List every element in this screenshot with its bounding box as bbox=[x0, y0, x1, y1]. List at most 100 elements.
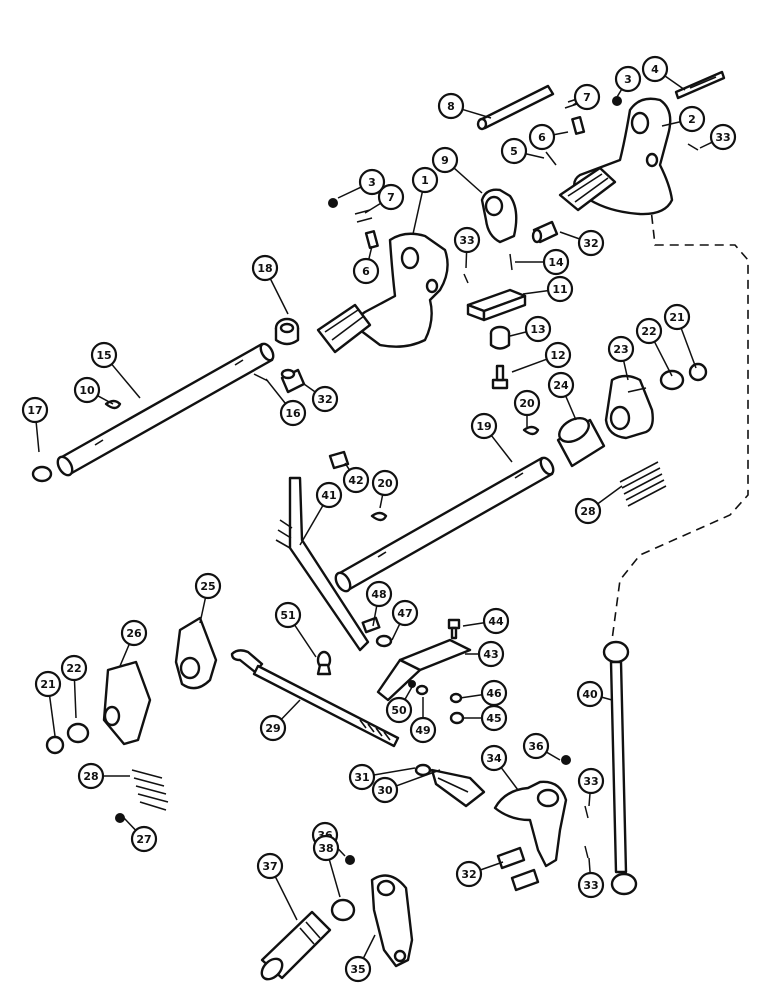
callout-6b-circle bbox=[352, 257, 380, 285]
callout-33a-number: 33 bbox=[715, 131, 730, 144]
callout-32c-circle bbox=[455, 860, 483, 888]
callout-24-circle bbox=[547, 371, 575, 399]
callout-37-leader bbox=[274, 876, 298, 921]
callout-40-number: 40 bbox=[582, 688, 598, 701]
callout-33d-circle bbox=[577, 871, 605, 899]
callout-29-circle bbox=[259, 714, 287, 742]
callout-10-number: 10 bbox=[79, 384, 95, 397]
callout-48: 48 bbox=[365, 580, 393, 627]
part-38-washer bbox=[330, 898, 356, 922]
callout-35: 35 bbox=[344, 934, 376, 983]
callout-12-number: 12 bbox=[550, 349, 565, 362]
callout-50-circle bbox=[385, 696, 413, 724]
part-40-link bbox=[602, 640, 638, 896]
callout-8: 8 bbox=[437, 92, 492, 120]
callout-43-circle bbox=[477, 640, 505, 668]
callout-27: 27 bbox=[123, 817, 158, 853]
callout-7a-circle bbox=[573, 83, 601, 111]
callout-3b-number: 3 bbox=[368, 176, 376, 189]
part-25-arm bbox=[174, 616, 218, 690]
callout-2-leader bbox=[661, 120, 681, 127]
callout-11-circle bbox=[546, 275, 574, 303]
part-33-pin-lower-b bbox=[584, 845, 589, 859]
callout-18-number: 18 bbox=[257, 262, 272, 275]
callout-38-circle bbox=[312, 834, 340, 862]
callout-20a-number: 20 bbox=[519, 397, 535, 410]
callout-42-circle bbox=[342, 466, 370, 494]
callout-32c: 32 bbox=[455, 860, 504, 888]
callout-32c-number: 32 bbox=[461, 868, 476, 881]
callout-36a-circle bbox=[522, 732, 550, 760]
callout-6b-leader bbox=[368, 245, 373, 260]
callout-7b-leader bbox=[364, 202, 382, 214]
callout-12: 12 bbox=[511, 341, 572, 373]
callout-25-number: 25 bbox=[200, 580, 215, 593]
callout-18-leader bbox=[269, 278, 289, 315]
linkage-dashed-line bbox=[611, 199, 749, 641]
callout-41: 41 bbox=[299, 481, 343, 546]
part-33-pin-upper bbox=[687, 143, 699, 151]
callout-33a: 33 bbox=[699, 123, 737, 151]
callout-21a-number: 21 bbox=[669, 311, 684, 324]
callout-24: 24 bbox=[547, 371, 577, 421]
part-47-washer bbox=[375, 634, 393, 648]
callout-5-leader bbox=[525, 152, 545, 159]
callout-35-number: 35 bbox=[350, 963, 365, 976]
callout-17-number: 17 bbox=[27, 404, 42, 417]
part-37-stub-shaft bbox=[260, 910, 332, 981]
callout-22a-number: 22 bbox=[641, 325, 656, 338]
callout-32c-leader bbox=[480, 861, 504, 871]
callout-36a-leader bbox=[545, 751, 561, 761]
part-23-bracket bbox=[604, 374, 654, 440]
callout-25-circle bbox=[194, 572, 222, 600]
part-7-pins-lower bbox=[354, 209, 373, 223]
callout-9-circle bbox=[431, 146, 459, 174]
callout-10-circle bbox=[73, 376, 101, 404]
part-36-nut-upper bbox=[561, 755, 571, 765]
callout-26: 26 bbox=[119, 619, 148, 667]
part-8-pin bbox=[476, 84, 555, 131]
callout-6a-circle bbox=[528, 123, 556, 151]
part-22-washer-lower bbox=[66, 722, 90, 744]
part-46-ring bbox=[449, 692, 463, 704]
callout-47-circle bbox=[391, 599, 419, 627]
callout-6a-leader bbox=[553, 131, 569, 136]
callout-33c-circle bbox=[577, 767, 605, 795]
callout-13: 13 bbox=[509, 315, 552, 343]
part-31-nut bbox=[414, 763, 432, 777]
part-51-knob bbox=[316, 650, 332, 676]
part-28-spring-upper bbox=[619, 461, 667, 507]
callout-33b: 33 bbox=[453, 226, 481, 269]
callout-6b: 6 bbox=[352, 245, 380, 285]
part-32-pin-mid bbox=[280, 368, 306, 394]
callout-37: 37 bbox=[256, 852, 298, 921]
part-11-key bbox=[466, 288, 527, 322]
callout-47-number: 47 bbox=[397, 607, 412, 620]
callout-34: 34 bbox=[480, 744, 519, 791]
callout-19: 19 bbox=[470, 412, 513, 463]
callout-20b-leader bbox=[379, 494, 384, 509]
part-36-nut-lower bbox=[345, 855, 355, 865]
callout-48-number: 48 bbox=[371, 588, 386, 601]
callout-25-leader bbox=[199, 597, 207, 624]
callout-22b-number: 22 bbox=[66, 662, 81, 675]
callout-11-leader bbox=[522, 289, 549, 295]
part-19-shaft bbox=[334, 456, 555, 593]
callout-1-number: 1 bbox=[421, 174, 429, 187]
callout-11-number: 11 bbox=[552, 283, 567, 296]
callout-1-leader bbox=[412, 191, 424, 235]
part-9-block bbox=[480, 188, 518, 244]
callout-15: 15 bbox=[90, 341, 141, 399]
callout-24-number: 24 bbox=[553, 379, 569, 392]
callout-48-circle bbox=[365, 580, 393, 608]
callout-31-circle bbox=[348, 763, 376, 791]
callout-16-circle bbox=[279, 399, 307, 427]
callout-22b: 22 bbox=[60, 654, 88, 719]
callout-40: 40 bbox=[576, 680, 613, 708]
callout-21b-number: 21 bbox=[40, 678, 55, 691]
part-41-rack-rod bbox=[275, 476, 370, 652]
callout-28a-circle bbox=[574, 497, 602, 525]
callout-8-number: 8 bbox=[447, 100, 455, 113]
